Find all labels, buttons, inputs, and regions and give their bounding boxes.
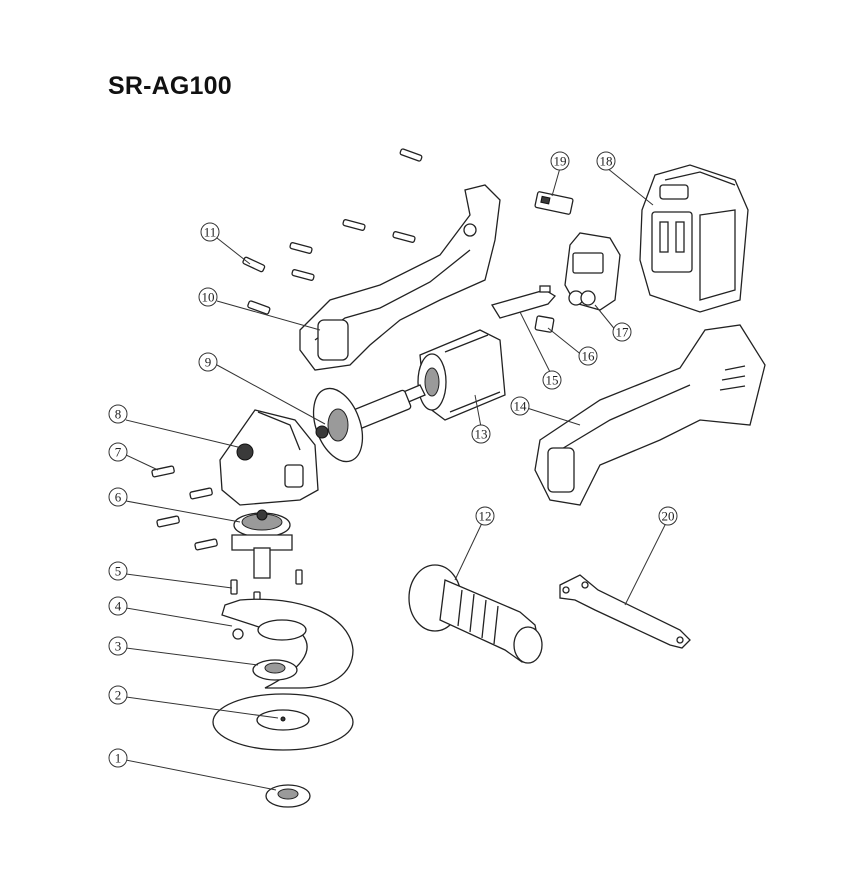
part-8-gear-head bbox=[219, 409, 319, 506]
callout-label: 2 bbox=[115, 688, 122, 703]
callout-20: 20 bbox=[658, 506, 678, 526]
callout-5: 5 bbox=[108, 561, 128, 581]
callout-1: 1 bbox=[108, 748, 128, 768]
leader-lines bbox=[125, 167, 667, 791]
part-2-grinding-disc bbox=[212, 693, 354, 751]
callout-label: 20 bbox=[662, 509, 675, 524]
callout-label: 15 bbox=[546, 373, 559, 388]
callout-6: 6 bbox=[108, 487, 128, 507]
callout-label: 8 bbox=[115, 407, 122, 422]
callout-label: 5 bbox=[115, 564, 122, 579]
callout-label: 9 bbox=[205, 355, 212, 370]
part-15-switch-lever bbox=[490, 285, 557, 319]
callout-19: 19 bbox=[550, 151, 570, 171]
callout-label: 13 bbox=[475, 427, 488, 442]
callout-16: 16 bbox=[578, 346, 598, 366]
callout-13: 13 bbox=[471, 424, 491, 444]
part-16-block bbox=[534, 315, 555, 333]
part-13-motor-stator bbox=[417, 329, 506, 421]
part-12-side-handle bbox=[408, 564, 543, 664]
part-4-wheel-guard bbox=[221, 598, 354, 689]
part-19-label-plate bbox=[534, 191, 574, 215]
callout-label: 19 bbox=[554, 154, 567, 169]
callout-label: 4 bbox=[115, 599, 122, 614]
part-7-screws bbox=[151, 465, 218, 551]
callout-2: 2 bbox=[108, 685, 128, 705]
part-6-gear-assembly bbox=[231, 509, 293, 579]
callout-15: 15 bbox=[542, 370, 562, 390]
part-10-screw bbox=[247, 300, 271, 315]
callout-18: 18 bbox=[596, 151, 616, 171]
callout-label: 11 bbox=[204, 225, 217, 240]
callout-label: 14 bbox=[514, 399, 528, 414]
callout-12: 12 bbox=[475, 506, 495, 526]
callout-label: 17 bbox=[616, 325, 630, 340]
part-9-rotor-shaft bbox=[312, 384, 426, 463]
part-11-screw bbox=[242, 256, 266, 273]
callout-10: 10 bbox=[198, 287, 218, 307]
callout-9: 9 bbox=[198, 352, 218, 372]
callout-label: 12 bbox=[479, 509, 492, 524]
callout-17: 17 bbox=[612, 322, 632, 342]
callout-label: 1 bbox=[115, 751, 122, 766]
callout-11: 11 bbox=[200, 222, 220, 242]
callout-label: 10 bbox=[202, 290, 215, 305]
screw-top bbox=[289, 148, 423, 281]
part-1-outer-nut bbox=[265, 784, 311, 808]
callout-3: 3 bbox=[108, 636, 128, 656]
part-18-battery-pack bbox=[639, 164, 749, 313]
diagram-title: SR-AG100 bbox=[108, 72, 232, 100]
callout-label: 18 bbox=[600, 154, 613, 169]
part-17-switch-module bbox=[564, 232, 621, 311]
housing-left-half bbox=[299, 184, 501, 371]
callout-label: 7 bbox=[115, 445, 122, 460]
callout-label: 6 bbox=[115, 490, 122, 505]
part-14-housing-right bbox=[534, 324, 766, 506]
callout-7: 7 bbox=[108, 442, 128, 462]
part-3-inner-flange bbox=[252, 659, 298, 681]
callout-14: 14 bbox=[510, 396, 530, 416]
callout-8: 8 bbox=[108, 404, 128, 424]
callout-label: 3 bbox=[115, 639, 122, 654]
callout-label: 16 bbox=[582, 349, 596, 364]
callout-4: 4 bbox=[108, 596, 128, 616]
part-20-spanner-wrench bbox=[559, 574, 691, 649]
